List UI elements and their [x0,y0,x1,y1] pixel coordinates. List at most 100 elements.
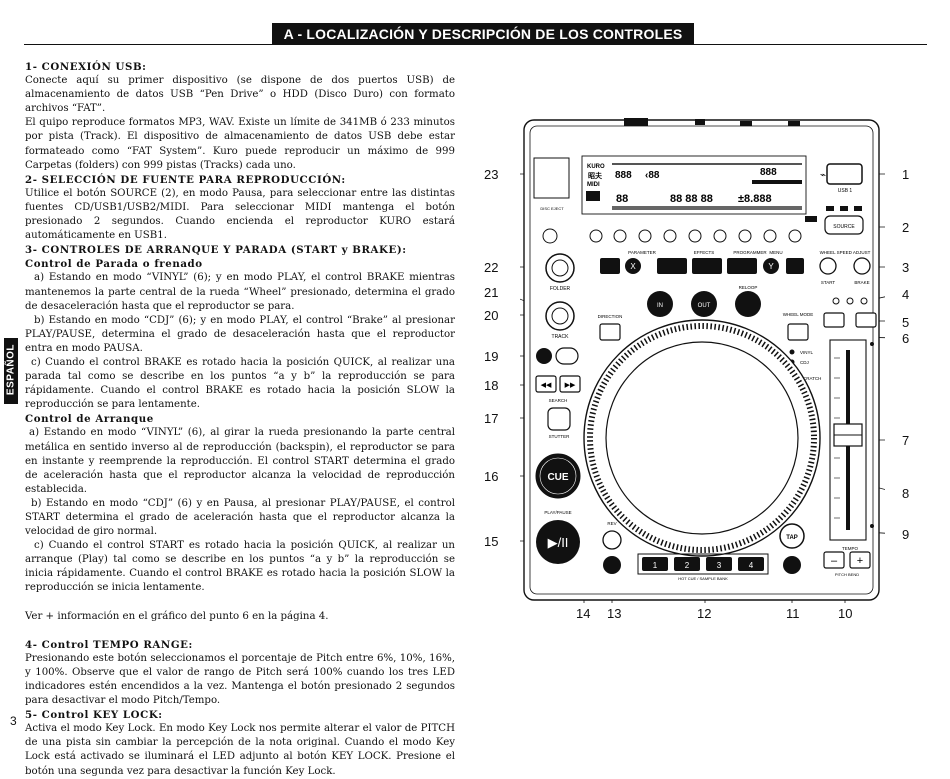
svg-text:–: – [831,555,838,567]
svg-text:SEARCH: SEARCH [549,398,568,403]
tap-button[interactable] [779,523,805,549]
section-heading-tempo-range: 4- Control TEMPO RANGE: [25,638,193,651]
folder-knob[interactable] [545,253,575,283]
callout-6: 6 [902,331,910,346]
callout-17: 17 [484,411,499,426]
svg-text:昭夫: 昭夫 [588,171,603,180]
paragraph: Conecte aquí su primer dispositivo (se d… [25,75,455,115]
tempo-range-button[interactable] [823,312,845,328]
svg-text:MENU: MENU [769,250,782,255]
svg-text:PITCH BEND: PITCH BEND [835,572,859,577]
section-heading-start-brake: 3- CONTROLES DE ARRANQUE Y PARADA (START… [25,244,407,257]
paragraph: b) Estando en modo “CDJ” (6); y en modo … [25,314,455,354]
callout-13: 13 [607,606,622,621]
play-pause-button[interactable] [536,520,580,564]
direction-button[interactable] [599,323,621,341]
svg-text:SCRATCH: SCRATCH [800,376,821,381]
svg-text:PLAY/PAUSE: PLAY/PAUSE [544,510,571,515]
svg-text:±8.888: ±8.888 [738,193,772,205]
svg-text:HOT CUE / SAMPLE BANK: HOT CUE / SAMPLE BANK [678,576,728,581]
hot-cue-button-1[interactable] [642,557,668,571]
loop-out-button[interactable] [691,291,717,317]
svg-text:STUTTER: STUTTER [549,434,570,439]
callout-21: 21 [484,285,499,300]
paragraph: Ver + información en el gráfico del punt… [25,610,329,622]
pitch-bend-plus[interactable] [849,551,871,569]
svg-text:‹88: ‹88 [645,170,660,181]
svg-text:▶/II: ▶/II [548,535,569,550]
hot-cue-button-3[interactable] [706,557,732,571]
effect-button-1[interactable] [600,258,620,274]
callout-22: 22 [484,260,499,275]
callout-23: 23 [484,167,499,182]
callout-14: 14 [576,606,591,621]
key-lock-button[interactable] [855,312,877,328]
pitch-button[interactable] [603,556,621,574]
menu-button[interactable] [786,258,804,274]
svg-text:EFFECTS: EFFECTS [694,250,715,255]
svg-text:888: 888 [760,167,777,178]
hot-cue-button-4[interactable] [738,557,764,571]
svg-text:+: + [857,555,863,567]
paragraph: Utilice el botón SOURCE (2), en modo Pau… [25,187,455,242]
svg-text:TAP: TAP [786,535,798,541]
paragraph: a) Estando en modo “VINYL” (6); y en mod… [25,272,455,312]
callout-3: 3 [902,260,910,275]
cue-play-button[interactable] [547,407,571,431]
stutter-set-button[interactable] [555,347,579,365]
wheel-mode-button[interactable] [787,323,809,341]
section-heading-source: 2- SELECCIÓN DE FUENTE PARA REPRODUCCIÓN… [25,173,346,186]
hot-cue-button-2[interactable] [674,557,700,571]
time-button[interactable] [536,348,552,364]
effect-button-2[interactable] [657,258,687,274]
brake-knob[interactable] [853,257,871,275]
start-knob[interactable] [819,257,837,275]
paragraph: El quipo reproduce formatos MP3, WAV. Ex… [25,117,455,171]
brand-logo: KURO [587,164,605,170]
svg-text:◀◀: ◀◀ [541,382,552,389]
rev-button[interactable] [602,530,622,550]
callout-19: 19 [484,349,499,364]
folder-knob-small[interactable] [542,228,558,244]
callout-8: 8 [902,486,910,501]
page-number: 3 [10,714,17,728]
source-button[interactable] [824,215,864,235]
callout-9: 9 [902,527,910,542]
effect-button-3[interactable] [692,258,722,274]
svg-text:IN: IN [657,303,663,309]
svg-text:DISC EJECT: DISC EJECT [540,206,564,211]
paragraph: Activa el modo Key Lock. En modo Key Loc… [25,723,455,777]
effect-button-4[interactable] [727,258,757,274]
svg-text:REV: REV [607,521,616,526]
paragraph: c) Cuando el control BRAKE es rotado hac… [25,356,455,411]
search-back-button[interactable] [535,375,557,393]
callout-20: 20 [484,308,499,323]
reloop-button[interactable] [735,291,761,317]
subheading-start: Control de Arranque [25,413,154,426]
callout-4: 4 [902,287,910,302]
svg-text:888: 888 [615,170,632,181]
callout-16: 16 [484,469,499,484]
loop-in-button[interactable] [647,291,673,317]
paragraph: a) Estando en modo “VINYL” (6), al girar… [25,427,455,495]
search-forward-button[interactable] [559,375,581,393]
callout-1: 1 [902,167,910,182]
pitch-bend-minus[interactable] [823,551,845,569]
track-knob[interactable] [545,301,575,331]
cue-button[interactable] [535,453,581,499]
svg-text:2: 2 [685,561,690,570]
callout-7: 7 [902,433,910,448]
page-title: A - LOCALIZACIÓN Y DESCRIPCIÓN DE LOS CO… [272,23,694,45]
svg-text:DIRECTION: DIRECTION [598,314,623,319]
svg-text:WHEEL MODE: WHEEL MODE [783,312,814,317]
svg-text:⌁: ⌁ [820,170,826,181]
svg-text:▶▶: ▶▶ [565,382,576,389]
paragraph: b) Estando en modo “CDJ” (6) y en Pausa,… [25,497,455,538]
svg-text:START: START [821,280,836,285]
jog-wheel-platter[interactable] [605,341,799,535]
title-rule [24,44,927,45]
svg-text:PROGRAMMER: PROGRAMMER [733,250,767,255]
loop-small-button[interactable] [783,556,801,574]
svg-text:WHEEL SPEED ADJUST: WHEEL SPEED ADJUST [820,250,871,255]
cd-player-diagram: DISC EJECT KURO 昭夫 MIDI 888 ‹88 888 88 8… [520,118,885,603]
